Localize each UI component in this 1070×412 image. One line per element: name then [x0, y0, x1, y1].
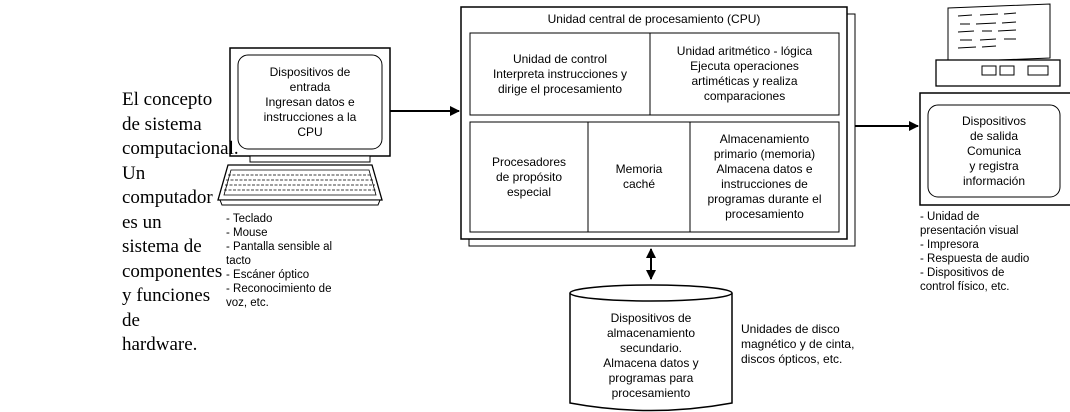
secondary-storage-label: Dispositivos de almacenamiento secundari…	[603, 311, 699, 400]
output-example-item: - Respuesta de audio	[920, 253, 1030, 265]
printer-icon	[935, 3, 1061, 87]
input-example-item: - Teclado	[226, 213, 273, 225]
output-devices-label: Dispositivos de salida Comunica y regist…	[961, 113, 1027, 188]
storage-cylinder-icon	[569, 284, 733, 412]
control-unit-label: Unidad de control Interpreta instruccion…	[492, 51, 628, 96]
storage-examples-label: Unidades de disco magnético y de cinta, …	[741, 322, 855, 366]
input-monitor-icon	[229, 47, 391, 163]
caption-text: El concepto de sistema computacional. Un…	[122, 89, 239, 355]
input-devices-label: Dispositivos de entrada Ingresan datos e…	[263, 64, 357, 139]
input-example-item: - Reconocimiento de voz, etc.	[226, 283, 332, 309]
cache-memory-label: Memoria caché	[615, 162, 663, 191]
output-example-item: - Unidad de presentación visual	[920, 211, 1019, 237]
primary-storage-label: Almacenamiento primario (memoria) Almace…	[707, 132, 822, 221]
cpu-title: Unidad central de procesamiento (CPU)	[547, 11, 761, 26]
input-example-item: - Pantalla sensible al tacto	[226, 241, 333, 267]
input-examples-list: - Teclado - Mouse - Pantalla sensible al…	[226, 212, 376, 310]
alu-label: Unidad aritmético - lógica Ejecuta opera…	[676, 44, 813, 103]
special-processors-label: Procesadores de propósito especial	[491, 154, 567, 199]
output-example-item: - Dispositivos de control físico, etc.	[920, 267, 1010, 293]
keyboard-icon	[217, 164, 383, 206]
output-example-item: - Impresora	[920, 239, 979, 251]
input-example-item: - Escáner óptico	[226, 269, 310, 281]
output-examples-list: - Unidad de presentación visual - Impres…	[920, 210, 1068, 294]
input-example-item: - Mouse	[226, 227, 268, 239]
output-monitor-icon	[919, 92, 1070, 206]
